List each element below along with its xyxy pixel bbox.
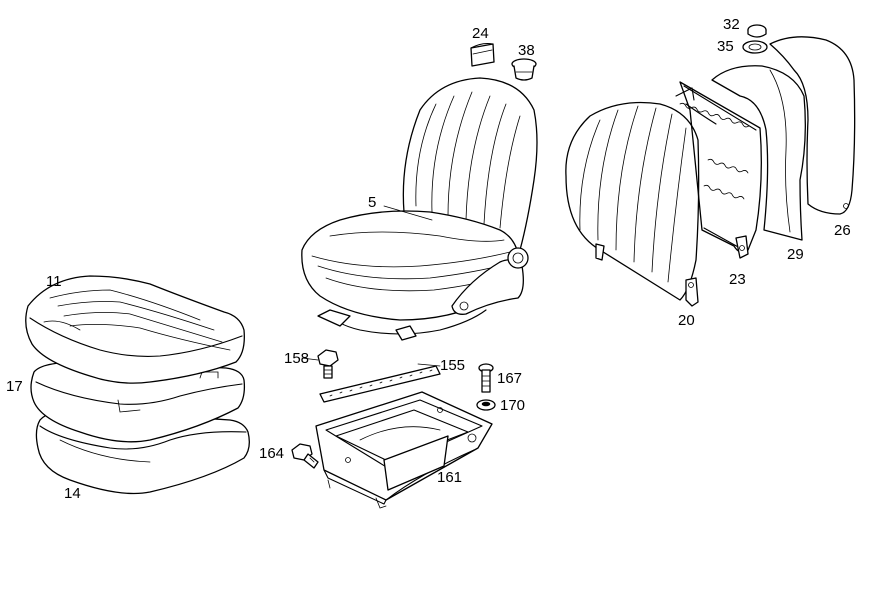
callout-170: 170 [500, 397, 525, 414]
callout-26: 26 [834, 222, 851, 239]
callout-167: 167 [497, 370, 522, 387]
leader-lines [301, 205, 441, 367]
callout-labels: 5 11 14 17 20 23 24 26 29 32 35 38 155 1… [6, 16, 851, 502]
part-23-backrest-frame [675, 81, 762, 259]
part-155-strip [319, 365, 441, 403]
callout-35: 35 [717, 38, 734, 55]
callout-32: 32 [723, 16, 740, 33]
callout-155: 155 [440, 357, 465, 374]
part-35-ring [742, 40, 768, 54]
callout-20: 20 [678, 312, 695, 329]
callout-5: 5 [368, 194, 376, 211]
callout-29: 29 [787, 246, 804, 263]
part-11-seat-cushion-cover [25, 275, 245, 384]
part-24-headrest-guide [470, 42, 495, 67]
callout-38: 38 [518, 42, 535, 59]
callout-158: 158 [284, 350, 309, 367]
part-17-seat-foam-pad [30, 361, 246, 443]
callout-24: 24 [472, 25, 489, 42]
part-5-complete-seat [301, 77, 538, 341]
part-164-bolt [291, 443, 319, 469]
callout-17: 17 [6, 378, 23, 395]
part-38-plug [511, 58, 537, 81]
callout-11: 11 [46, 273, 62, 290]
part-29-backrest-foam [711, 65, 806, 241]
callout-161: 161 [437, 469, 462, 486]
callout-23: 23 [729, 271, 746, 288]
part-158-bolt [317, 349, 339, 379]
part-167-bolt [478, 363, 494, 393]
part-161-seat-frame [315, 391, 493, 509]
callout-164: 164 [259, 445, 284, 462]
callout-14: 14 [64, 485, 81, 502]
part-170-washer [476, 399, 496, 411]
part-26-rear-panel [769, 36, 856, 215]
part-20-backrest-cover [565, 101, 700, 307]
part-32-cap [747, 24, 767, 38]
